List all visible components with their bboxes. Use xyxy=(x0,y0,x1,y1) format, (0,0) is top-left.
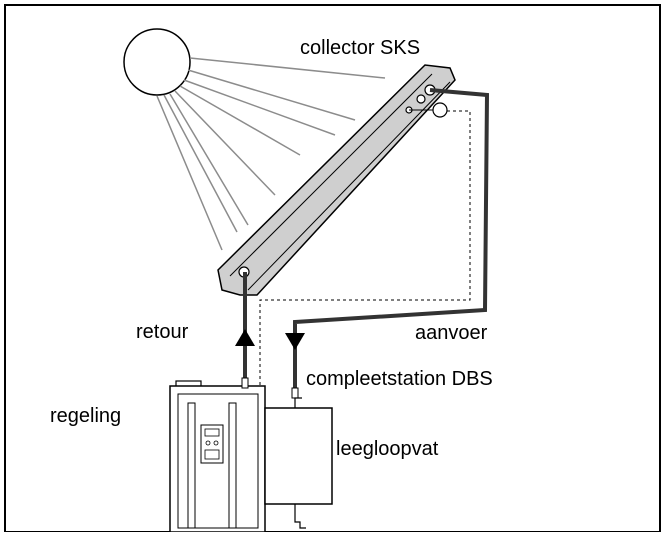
controller-display xyxy=(204,428,220,437)
sun-ray xyxy=(183,79,336,136)
label-leegloopvat: leegloopvat xyxy=(336,438,439,460)
station-rail xyxy=(228,402,237,529)
sun-ray xyxy=(156,95,223,251)
label-retour: retour xyxy=(136,321,189,343)
sun-ray xyxy=(169,93,249,226)
vessel-top-fitting xyxy=(294,397,302,408)
supply-flow-arrow xyxy=(285,333,305,350)
label-aanvoer: aanvoer xyxy=(415,322,488,344)
sensor-cable xyxy=(259,110,471,385)
label-station: compleetstation DBS xyxy=(306,368,493,390)
sun-ray xyxy=(189,57,386,79)
collector-edge xyxy=(247,81,451,291)
vessel-bottom-fitting xyxy=(294,504,306,529)
sun xyxy=(123,28,386,251)
label-regeling: regeling xyxy=(50,405,121,427)
controller-button-icon xyxy=(205,440,211,446)
return-flow-arrow xyxy=(235,329,255,346)
sun-rays xyxy=(156,57,386,251)
controller-button-icon xyxy=(213,440,219,446)
sun-ray xyxy=(163,94,238,233)
temperature-sensor xyxy=(432,102,448,118)
controller-keypad xyxy=(204,449,220,460)
label-collector: collector SKS xyxy=(300,37,420,59)
supply-connector xyxy=(291,387,299,399)
compleetstation xyxy=(169,377,299,533)
sun-ray xyxy=(187,69,356,121)
sun-ray xyxy=(179,85,301,156)
return-connector xyxy=(241,377,249,389)
collector-body xyxy=(217,64,456,296)
collector-port xyxy=(416,94,426,104)
drain-vessel-body xyxy=(264,407,333,505)
station-rail xyxy=(187,402,196,529)
collector-edge xyxy=(229,73,433,277)
sun-disc xyxy=(123,28,191,96)
sun-ray xyxy=(174,90,276,196)
collector-panel xyxy=(217,64,456,296)
leegloopvat-vessel xyxy=(264,397,333,529)
